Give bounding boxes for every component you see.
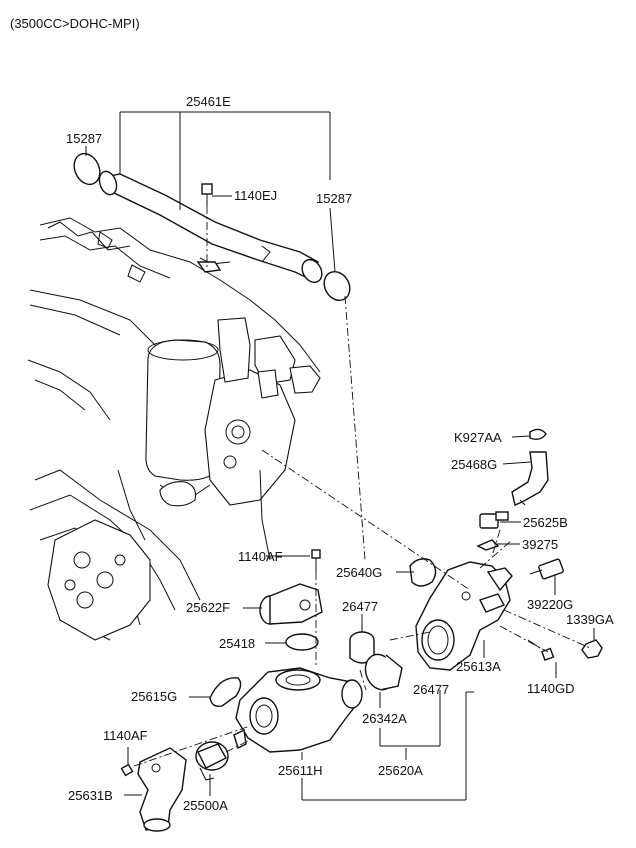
label-25461e: 25461E bbox=[186, 94, 231, 109]
part-1140af-bolt-bottom bbox=[120, 763, 134, 777]
part-39220g-sensor bbox=[529, 558, 564, 580]
label-25613a: 25613A bbox=[456, 659, 501, 674]
part-k927aa-clamp bbox=[529, 428, 547, 441]
part-25468g-hose bbox=[511, 451, 549, 506]
label-1140ej: 1140EJ bbox=[234, 188, 277, 203]
part-15287-o-ring-left bbox=[73, 152, 101, 186]
label-25611h: 25611H bbox=[278, 763, 323, 778]
label-1339ga: 1339GA bbox=[566, 612, 614, 627]
part-25500a-thermostat bbox=[195, 741, 229, 781]
part-39275-gasket bbox=[476, 539, 500, 551]
part-25631b-inlet bbox=[137, 747, 187, 832]
part-1339ga-nut bbox=[581, 639, 603, 659]
label-25631b: 25631B bbox=[68, 788, 113, 803]
label-25500a: 25500A bbox=[183, 798, 228, 813]
label-26477-top: 26477 bbox=[342, 599, 378, 614]
engine-block-illustration bbox=[27, 217, 321, 641]
label-1140af-bottom: 1140AF bbox=[103, 728, 148, 743]
label-25615g: 25615G bbox=[131, 689, 177, 704]
part-26477-ring-top bbox=[349, 631, 375, 664]
part-1140ej-bolt bbox=[201, 183, 213, 206]
part-26342a-pipe bbox=[364, 653, 403, 691]
part-25461e-water-pipe bbox=[98, 170, 323, 284]
label-k927aa: K927AA bbox=[454, 430, 502, 445]
part-25613a-housing bbox=[415, 561, 513, 671]
assembly-dash-lines bbox=[133, 449, 591, 767]
part-25611h-housing bbox=[233, 667, 363, 753]
label-25620a: 25620A bbox=[378, 763, 423, 778]
label-1140gd: 1140GD bbox=[527, 681, 574, 696]
label-leaders bbox=[124, 435, 595, 801]
label-25640g: 25640G bbox=[336, 565, 382, 580]
label-15287-left: 15287 bbox=[66, 131, 102, 146]
part-labels: 25461E 15287 15287 1140EJ K927AA 25468G … bbox=[66, 94, 614, 813]
label-25622f: 25622F bbox=[186, 600, 230, 615]
part-15287-o-ring-right bbox=[323, 270, 351, 302]
part-25625b-fitting bbox=[479, 511, 509, 529]
label-39220g: 39220G bbox=[527, 597, 573, 612]
part-25418-o-ring bbox=[285, 633, 319, 651]
part-25622f-outlet bbox=[259, 583, 323, 625]
label-26477-bottom: 26477 bbox=[413, 682, 449, 697]
label-25418: 25418 bbox=[219, 636, 255, 651]
label-26342a: 26342A bbox=[362, 711, 407, 726]
label-39275: 39275 bbox=[522, 537, 558, 552]
label-25625b: 25625B bbox=[523, 515, 568, 530]
engine-spec-header: (3500CC>DOHC-MPI) bbox=[10, 16, 140, 31]
leaders-top bbox=[85, 111, 366, 561]
label-1140af-top: 1140AF bbox=[238, 549, 283, 564]
part-25640g-gasket bbox=[409, 558, 437, 587]
part-1140af-bolt-top bbox=[311, 549, 321, 572]
part-25615g-gasket bbox=[209, 677, 242, 708]
label-25468g: 25468G bbox=[451, 457, 497, 472]
label-15287-right: 15287 bbox=[316, 191, 352, 206]
